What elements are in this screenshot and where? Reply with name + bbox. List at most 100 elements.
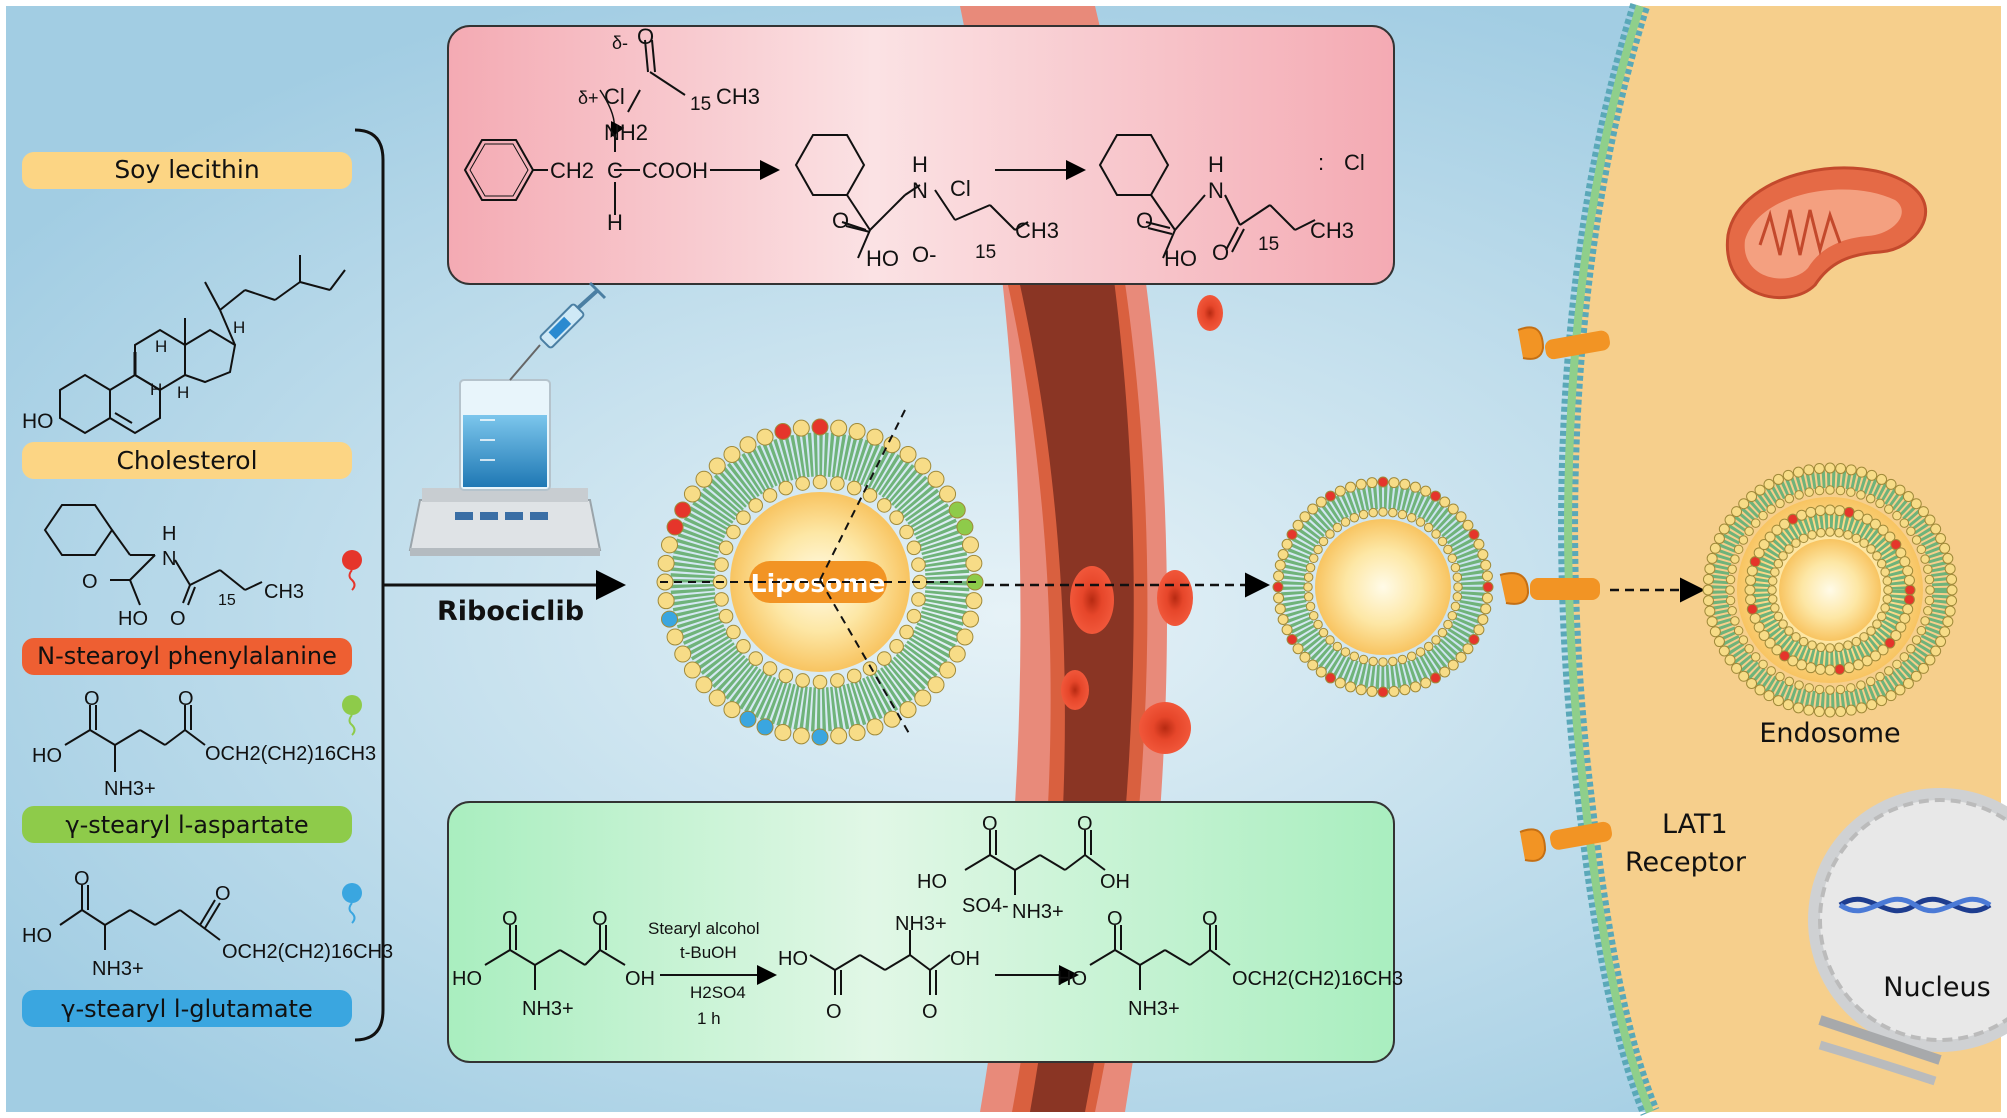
svg-text:NH3+: NH3+ bbox=[92, 958, 144, 980]
svg-text:NH3+: NH3+ bbox=[104, 778, 156, 800]
svg-text:OH: OH bbox=[950, 948, 980, 970]
svg-text:O: O bbox=[826, 1001, 842, 1023]
svg-text:HO: HO bbox=[1057, 968, 1087, 990]
svg-text:N: N bbox=[162, 548, 176, 570]
glutamate-text: O O HO NH3+ OCH2(CH2)16CH3 bbox=[22, 868, 393, 980]
targeted-liposome bbox=[1272, 476, 1494, 698]
bottom-sm-structure bbox=[484, 925, 777, 990]
svg-text:Cholesterol: Cholesterol bbox=[116, 446, 257, 475]
component-bracket bbox=[354, 128, 626, 1042]
prod-ch3: CH3 bbox=[1310, 218, 1354, 243]
svg-text:O: O bbox=[502, 908, 518, 930]
aspartate-structure bbox=[64, 705, 206, 772]
svg-text:15: 15 bbox=[218, 592, 236, 609]
bottom-prod-structure bbox=[1089, 925, 1231, 990]
top-reactant-structure bbox=[463, 39, 1086, 215]
svg-text:O: O bbox=[592, 908, 608, 930]
svg-text:γ-stearyl l-glutamate: γ-stearyl l-glutamate bbox=[61, 995, 312, 1023]
cell-membrane-core bbox=[1564, 4, 1654, 1114]
int-o: O bbox=[832, 208, 849, 233]
svg-text:NH3+: NH3+ bbox=[895, 913, 947, 935]
svg-text:O: O bbox=[74, 868, 90, 890]
lat1-receptor-icon-bound bbox=[1499, 572, 1600, 605]
svg-text:γ-stearyl l-aspartate: γ-stearyl l-aspartate bbox=[65, 811, 308, 839]
delta-minus: δ- bbox=[612, 33, 628, 53]
reactant-nh2: NH2 bbox=[604, 120, 648, 145]
prod-colon: : bbox=[1318, 150, 1324, 175]
mitochondrion-icon bbox=[1725, 166, 1928, 299]
bottom-int-text: HO OH O O NH3+ bbox=[778, 913, 980, 1023]
component-label-soy: Soy lecithin bbox=[22, 152, 352, 189]
bottom-salt-text: O O HO OH SO4- NH3+ bbox=[917, 813, 1130, 923]
reactant-c: C bbox=[607, 158, 623, 183]
component-label-cholesterol: Cholesterol bbox=[22, 442, 352, 479]
prod-o: O bbox=[1136, 208, 1153, 233]
bottom-salt-structure bbox=[964, 830, 1106, 895]
svg-text:NH3+: NH3+ bbox=[522, 998, 574, 1020]
beaker-icon bbox=[459, 379, 551, 491]
prod-ho: HO bbox=[1164, 246, 1197, 271]
chloride-ion: Cl bbox=[1344, 150, 1365, 175]
svg-text:O: O bbox=[82, 571, 98, 593]
svg-text:O: O bbox=[84, 688, 100, 710]
acyl-ch3: CH3 bbox=[716, 84, 760, 109]
svg-text:Liposome: Liposome bbox=[751, 569, 886, 598]
svg-text:NH3+: NH3+ bbox=[1128, 998, 1180, 1020]
top-product-structure bbox=[1098, 134, 1316, 259]
svg-text:H: H bbox=[233, 318, 245, 337]
blue-lipid-icon bbox=[342, 883, 362, 924]
svg-text:H: H bbox=[150, 380, 162, 399]
nucleus-icon bbox=[1808, 788, 2007, 1086]
magnetic-stirrer-icon bbox=[408, 488, 602, 556]
svg-text:O: O bbox=[982, 813, 998, 835]
endosome-diagram bbox=[1702, 462, 1958, 718]
nucleus-label: Nucleus bbox=[1883, 972, 1990, 1003]
svg-text:OH: OH bbox=[1100, 871, 1130, 893]
svg-text:CH3: CH3 bbox=[264, 581, 304, 603]
component-label-glutamate: γ-stearyl l-glutamate bbox=[22, 990, 352, 1027]
red-lipid-icon bbox=[342, 550, 362, 591]
top-intermediate-structure bbox=[794, 134, 1029, 259]
lat1-receptor-icon-lower bbox=[1519, 821, 1612, 862]
int-cl: Cl bbox=[950, 176, 971, 201]
svg-text:1 h: 1 h bbox=[697, 1009, 721, 1028]
svg-text:HO: HO bbox=[32, 745, 62, 767]
int-h: H bbox=[912, 152, 928, 177]
cholesterol-structure bbox=[59, 255, 346, 435]
delta-plus: δ+ bbox=[578, 88, 599, 108]
acyl-sub15: 15 bbox=[690, 94, 711, 115]
svg-text:O: O bbox=[215, 883, 231, 905]
aspartate-text: O O HO NH3+ OCH2(CH2)16CH3 bbox=[32, 688, 376, 800]
glutamate-structure bbox=[59, 885, 221, 950]
int-oh: HO bbox=[866, 246, 899, 271]
top-intermediate-text: H N Cl O HO O- 15 CH3 bbox=[832, 152, 1059, 271]
svg-text:OCH2(CH2)16CH3: OCH2(CH2)16CH3 bbox=[222, 941, 393, 963]
svg-text:Stearyl alcohol: Stearyl alcohol bbox=[648, 919, 760, 938]
svg-text:O: O bbox=[1202, 908, 1218, 930]
prod-sub15: 15 bbox=[1258, 234, 1279, 255]
acyl-o: O bbox=[637, 24, 654, 49]
svg-text:H: H bbox=[162, 523, 176, 545]
cholesterol-text: HO H H H H bbox=[22, 318, 245, 433]
phenylalanine-structure bbox=[43, 504, 263, 606]
svg-text:OCH2(CH2)16CH3: OCH2(CH2)16CH3 bbox=[205, 743, 376, 765]
int-n: N bbox=[912, 178, 928, 203]
bottom-prod-text: O O HO NH3+ OCH2(CH2)16CH3 bbox=[1057, 908, 1403, 1020]
top-reactant-text: δ- O δ+ Cl 15 CH3 NH2 CH2 C COOH H bbox=[550, 24, 760, 235]
svg-text:HO: HO bbox=[118, 608, 148, 630]
svg-text:t-BuOH: t-BuOH bbox=[680, 943, 737, 962]
svg-text:HO: HO bbox=[22, 925, 52, 947]
drug-label: Ribociclib bbox=[437, 596, 584, 627]
prod-o2: O bbox=[1212, 240, 1229, 265]
reactant-cooh: COOH bbox=[642, 158, 708, 183]
liposome-section-line-2 bbox=[819, 579, 911, 736]
endosome-label: Endosome bbox=[1759, 718, 1900, 749]
svg-text:O: O bbox=[178, 688, 194, 710]
svg-text:OCH2(CH2)16CH3: OCH2(CH2)16CH3 bbox=[1232, 968, 1403, 990]
svg-text:HO: HO bbox=[917, 871, 947, 893]
svg-text:N-stearoyl phenylalanine: N-stearoyl phenylalanine bbox=[37, 642, 337, 670]
bottom-int-structure bbox=[809, 930, 1079, 995]
svg-text:NH3+: NH3+ bbox=[1012, 901, 1064, 923]
